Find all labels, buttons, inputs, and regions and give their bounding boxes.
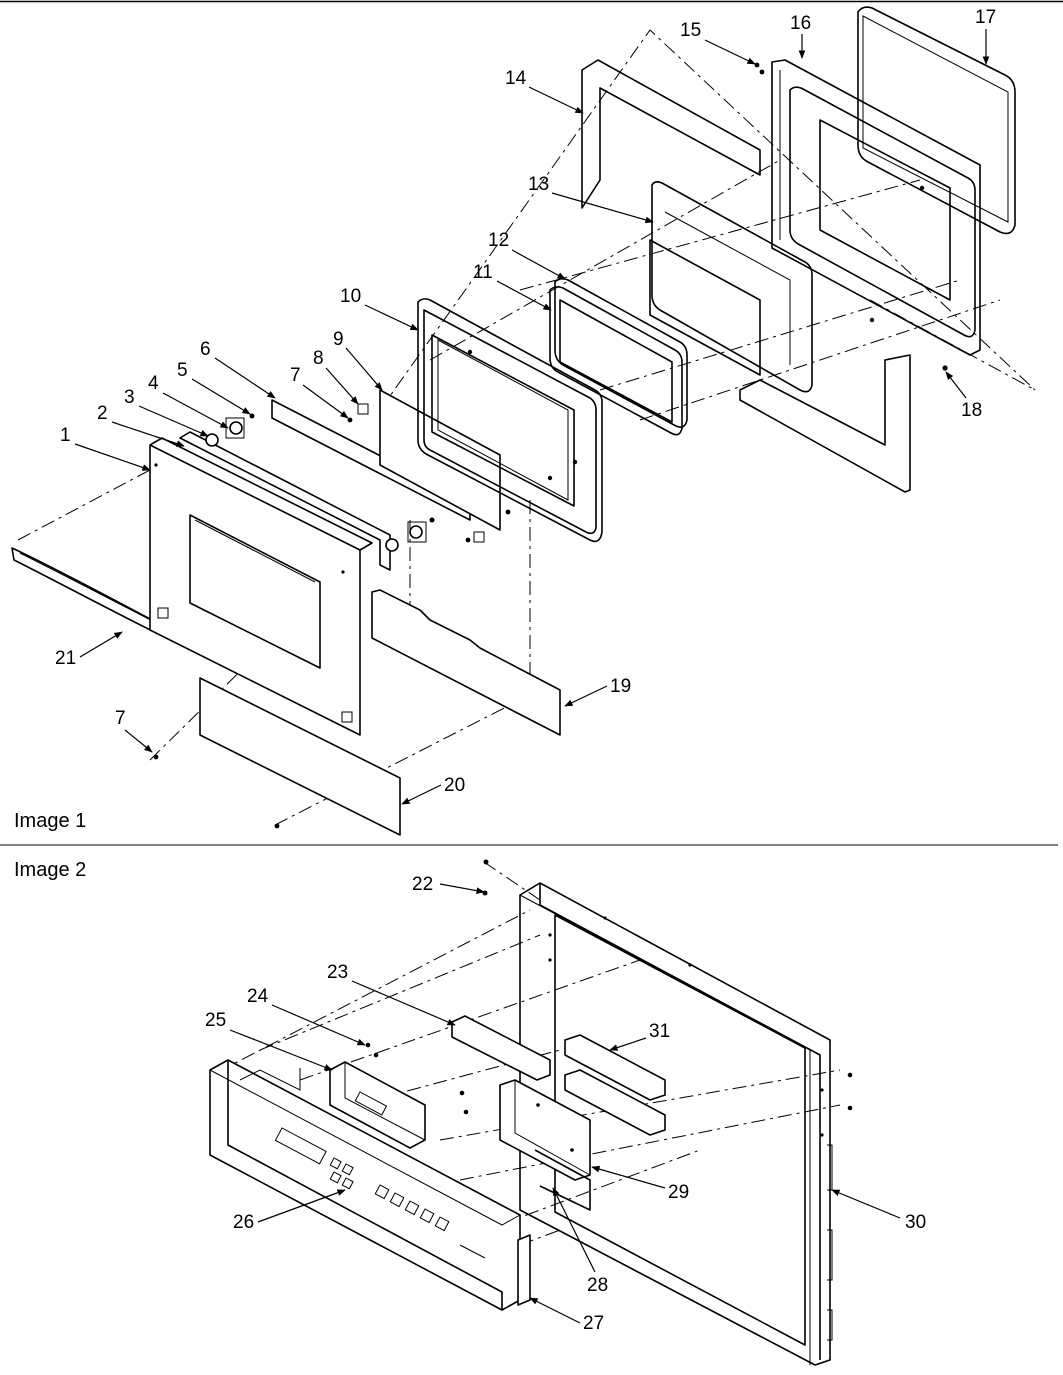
inner-glass-pane [379,389,501,531]
lower-trim-panel [199,677,401,836]
insulation-bracket [371,589,561,736]
callout-11: 11 [473,262,493,283]
callout-22: 22 [412,874,433,895]
frame-screw [942,365,948,371]
callout-31: 31 [649,1021,670,1042]
callout-21: 21 [55,648,76,669]
assembly-lines [17,29,1036,826]
callout-17: 17 [975,7,996,28]
callout-25: 25 [205,1010,226,1031]
callout-7-upper: 7 [290,365,301,386]
callout-26: 26 [233,1212,254,1233]
frame-screw [483,859,489,865]
callout-9: 9 [333,329,344,350]
callout-1: 1 [60,425,71,446]
middle-door-frame [649,181,813,393]
callout-3: 3 [124,387,135,408]
electronic-control-module [329,1042,469,1149]
image-1-caption: Image 1 [14,810,86,832]
callout-29: 29 [668,1182,689,1203]
frame-screw [847,1105,853,1111]
callout-20: 20 [444,775,465,796]
callout-23: 23 [327,962,348,983]
callout-8: 8 [313,348,324,369]
callout-2: 2 [97,403,108,424]
outer-door-panel [149,437,373,736]
callout-18: 18 [961,400,982,421]
control-board [499,1079,591,1181]
image1-callouts: 1 2 3 4 5 6 7 8 9 10 11 12 13 14 15 16 1… [55,7,996,805]
callout-27: 27 [583,1313,604,1334]
door-inner-frame [771,59,981,356]
callout-12: 12 [488,230,509,251]
panel-end-cap [517,1234,531,1306]
board-bracket [534,1149,591,1211]
callout-14: 14 [505,68,527,89]
callout-24: 24 [247,986,269,1007]
callout-5: 5 [177,360,188,381]
inner-door-liner [581,59,911,493]
hinge-parts [205,413,435,552]
callout-13: 13 [528,174,549,195]
door-gasket [857,6,1016,235]
callout-15: 15 [680,20,701,41]
callout-16: 16 [790,13,811,34]
callout-10: 10 [340,286,361,307]
image2-callouts: 22 23 24 25 26 27 28 29 30 31 [205,874,926,1334]
hinge-trim-strip [179,431,391,571]
door-screw [759,69,765,75]
callout-19: 19 [610,676,631,697]
frame-screw [482,890,488,896]
callout-6: 6 [200,339,211,360]
door-assembly-view [11,6,1036,836]
image-2-caption: Image 2 [14,859,86,881]
bracket-lower [564,1069,666,1136]
bracket-upper [564,1034,666,1101]
callout-4: 4 [148,373,159,394]
callout-30: 30 [905,1212,926,1233]
callout-28: 28 [587,1275,608,1296]
door-gasket-frame [417,298,603,543]
callout-7-lower: 7 [115,708,126,729]
frame-screw [847,1072,853,1078]
door-screw [754,62,760,68]
control-insulation-strip [451,1015,551,1081]
control-panel-view [209,859,853,1366]
